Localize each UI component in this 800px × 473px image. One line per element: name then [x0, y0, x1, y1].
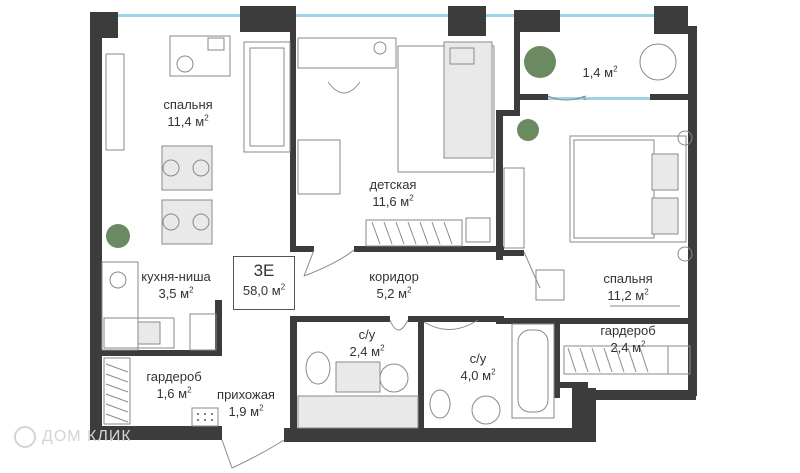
room-area: 1,6 м [156, 386, 188, 401]
watermark: ДОМ КЛИК [14, 426, 132, 448]
room-label-kids-room: детская 11,6 м2 [369, 177, 417, 209]
room-area: 11,4 м [167, 114, 205, 129]
kitchen-furniture [101, 261, 217, 351]
room-label-wardrobe-2: гардероб 2,4 м2 [600, 323, 656, 355]
room-label-bathroom-1: с/у 2,4 м2 [349, 327, 385, 359]
domclick-logo-icon [14, 426, 36, 448]
room-area: 1,4 м [582, 65, 614, 80]
room-label-balcony: 1,4 м2 [582, 64, 618, 80]
room-label-bathroom-2: с/у 4,0 м2 [460, 351, 496, 383]
balcony-furniture [517, 43, 677, 141]
apartment-type: 3Е [253, 261, 275, 280]
apartment-total-area: 58,0 м2 [242, 282, 286, 298]
room-area: 11,2 м [607, 288, 645, 303]
bathroom-1-fixtures [297, 351, 419, 429]
room-area: 2,4 м [610, 340, 642, 355]
dining-furniture [106, 145, 213, 248]
room-area: 2,4 м [349, 344, 381, 359]
apartment-summary: 3Е 58,0 м2 [233, 256, 295, 310]
walls [90, 6, 697, 442]
room-area: 11,6 м [372, 194, 410, 209]
room-area: 4,0 м [460, 368, 492, 383]
bathroom-2-fixtures [429, 323, 555, 425]
doormat [191, 407, 219, 427]
wardrobe-1-furniture [103, 357, 131, 425]
room-label-kitchen-niche: кухня-ниша 3,5 м2 [141, 269, 211, 301]
kids-room-furniture [297, 37, 525, 249]
doors [221, 95, 587, 469]
bedroom-2-furniture [535, 130, 693, 307]
bedroom-1-furniture [105, 35, 291, 153]
room-label-corridor: коридор 5,2 м2 [369, 269, 419, 301]
room-area: 3,5 м [158, 286, 190, 301]
room-area: 1,9 м [228, 404, 260, 419]
wardrobe-2-furniture [563, 345, 691, 375]
room-label-wardrobe-1: гардероб 1,6 м2 [146, 369, 202, 401]
room-label-bedroom-1: спальня 11,4 м2 [163, 97, 213, 129]
room-label-hallway: прихожая 1,9 м2 [217, 387, 275, 419]
room-label-bedroom-2: спальня 11,2 м2 [603, 271, 653, 303]
watermark-text: ДОМ КЛИК [42, 428, 132, 445]
room-area: 5,2 м [376, 286, 408, 301]
windows [118, 14, 656, 100]
